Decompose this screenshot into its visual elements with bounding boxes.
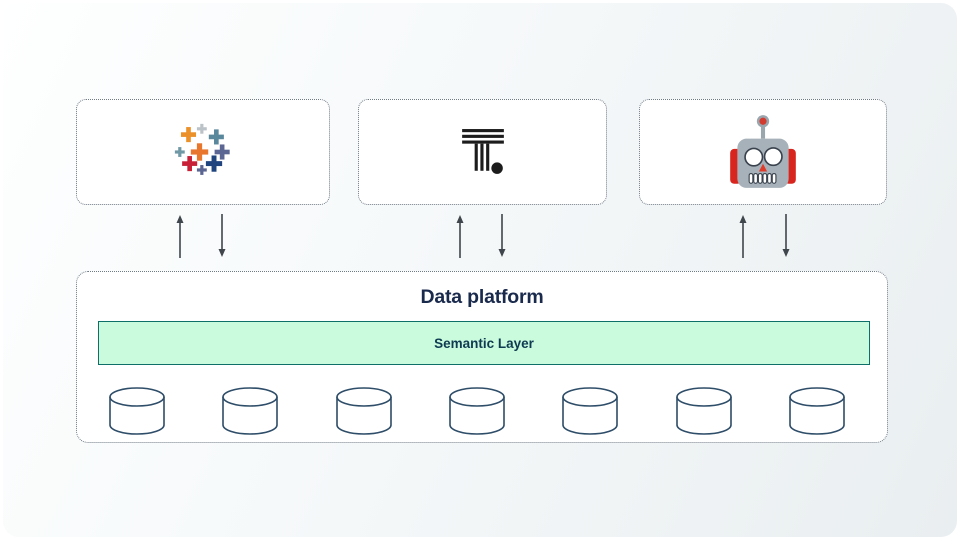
- arrow-up-icon: [739, 215, 747, 258]
- arrow-down-icon: [218, 214, 226, 257]
- robot-icon: [730, 115, 796, 188]
- consumer-box-tableau: [76, 99, 330, 205]
- tableau-logo: [174, 123, 230, 175]
- database-icon: [449, 387, 505, 435]
- consumer-box-ai-bot: [639, 99, 887, 205]
- database-icon: [335, 387, 392, 435]
- platform-title: Data platform: [420, 286, 544, 308]
- database-icon: [675, 387, 732, 435]
- data-platform-box: Data platform Semantic Layer: [76, 271, 888, 443]
- consumer-box-thoughtspot: [358, 99, 607, 205]
- thoughtspot-logo: [461, 129, 504, 174]
- arrow-down-icon: [498, 214, 506, 257]
- database-icon: [789, 387, 845, 435]
- arrow-down-icon: [782, 214, 790, 257]
- semantic-layer-label: Semantic Layer: [434, 335, 534, 351]
- semantic-layer-bar: Semantic Layer: [98, 321, 870, 365]
- database-icon: [109, 387, 165, 435]
- database-row: [77, 386, 887, 438]
- arrow-up-icon: [176, 215, 184, 258]
- database-icon: [222, 387, 279, 435]
- database-icon: [562, 387, 619, 435]
- arrow-up-icon: [456, 215, 464, 258]
- diagram-canvas: Data platform Semantic Layer: [3, 3, 957, 537]
